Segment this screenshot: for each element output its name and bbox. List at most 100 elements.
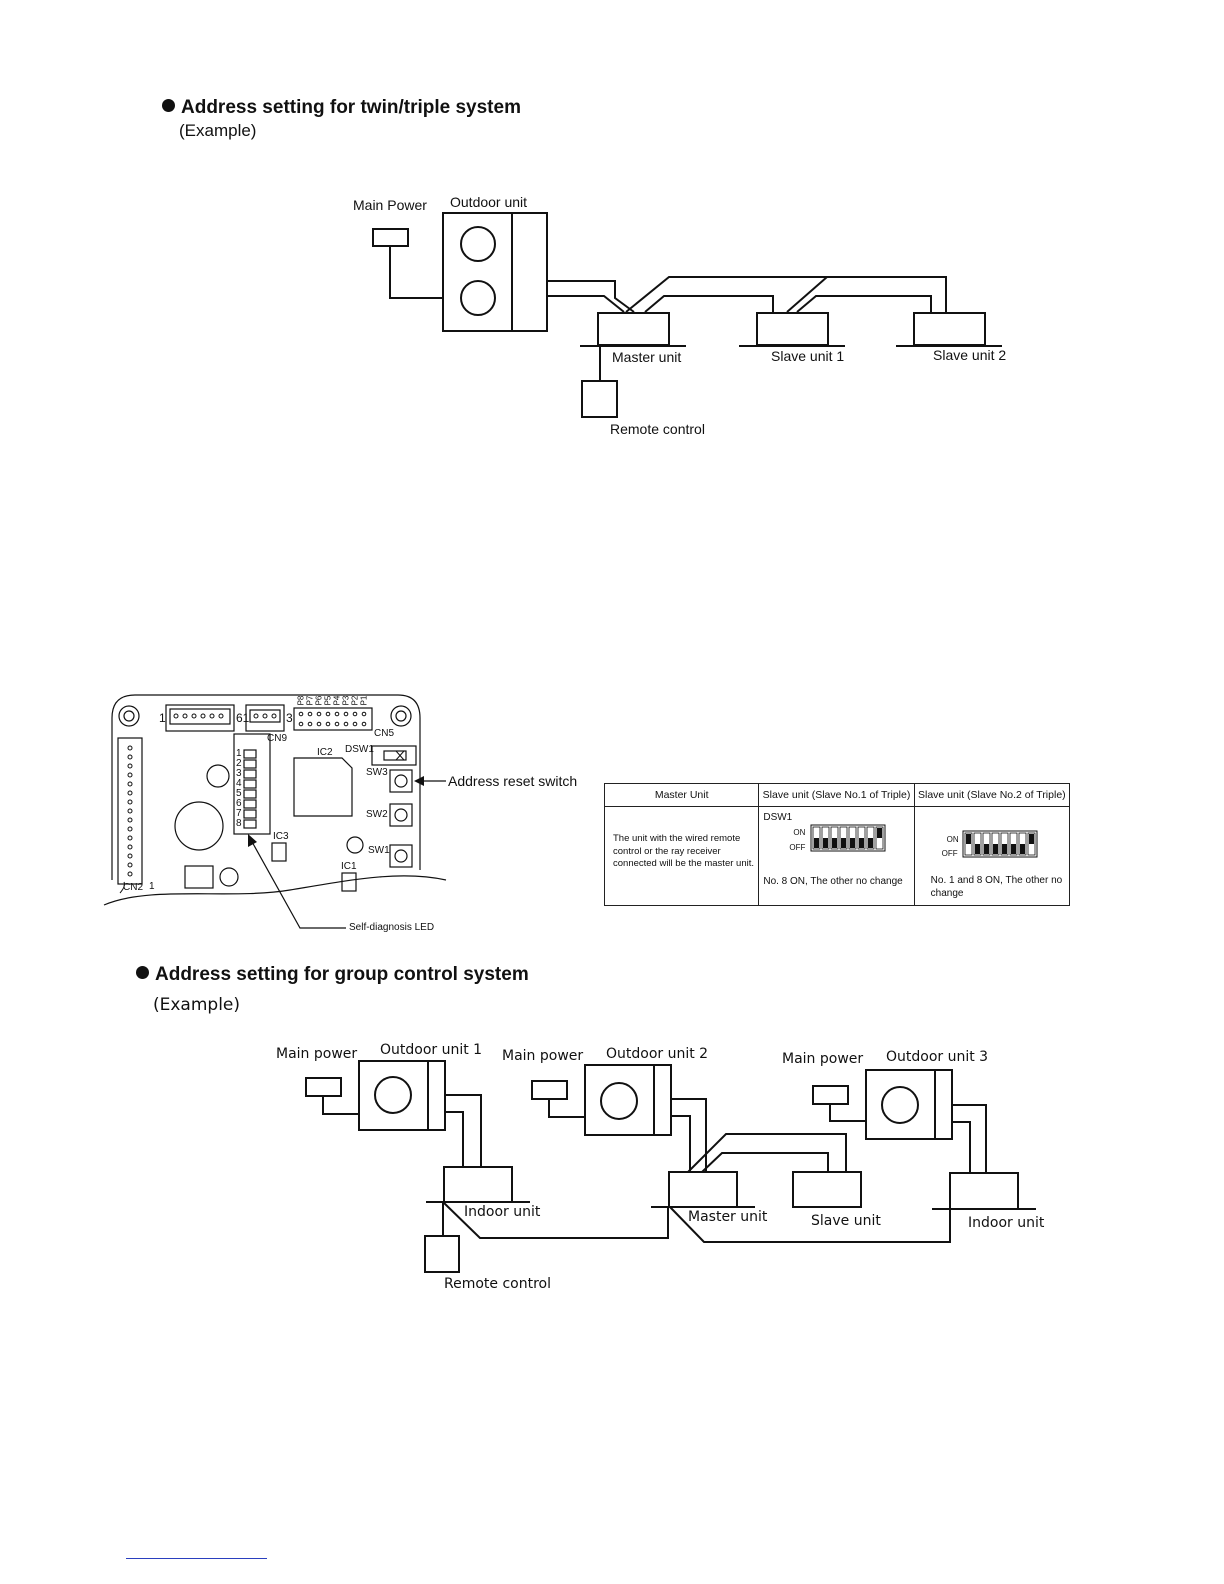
main-power-box-2 [531, 1080, 568, 1100]
capacitor-icon [174, 801, 224, 851]
section2-example: (Example) [153, 995, 241, 1015]
mounting-hole-icon [390, 705, 412, 727]
main-power-box-3 [812, 1085, 849, 1105]
label-remote-control: Remote control [444, 1276, 551, 1292]
group-control-diagram [305, 1060, 1036, 1273]
ic2-chip [293, 757, 353, 817]
indoor-unit-1-box [443, 1166, 513, 1203]
remote-control-box [424, 1235, 460, 1273]
dip-switch-knob-on [965, 834, 971, 844]
self-diagnosis-arrow [250, 839, 346, 929]
mounting-hole-icon [118, 705, 140, 727]
section1-heading: Address setting for twin/triple system [162, 97, 521, 119]
dip-switch-knob-off [814, 838, 820, 848]
outdoor-fan-icon [374, 1076, 412, 1114]
twin-triple-diagram [372, 212, 1002, 418]
cn9-connector [245, 704, 285, 732]
label-slave-unit: Slave unit [811, 1213, 881, 1229]
dip-switch-knob-on [877, 828, 883, 838]
section1-example: (Example) [179, 121, 257, 140]
dsw-switch [371, 745, 417, 766]
dip-switch-knob-off [868, 838, 874, 848]
dip-switch-slave1 [810, 824, 886, 852]
outdoor-fan-icon [881, 1086, 919, 1124]
cn5-header [293, 707, 373, 731]
master-unit-box [668, 1171, 738, 1208]
main-power-wire [389, 246, 443, 299]
label-outdoor-unit-3: Outdoor unit 3 [886, 1049, 989, 1065]
outdoor-fan-icon [460, 280, 496, 316]
ic3-label: IC3 [273, 831, 289, 842]
sw3-label: SW3 [366, 767, 388, 778]
label-outdoor-unit-2: Outdoor unit 2 [606, 1046, 709, 1062]
label-indoor-unit-1: Indoor unit [464, 1204, 541, 1220]
slave1-cell: DSW1 ON OFF No. 8 ON, The other no chang… [758, 806, 915, 906]
label-slave-unit-2: Slave unit 2 [933, 347, 1007, 363]
table-header: Slave unit (Slave No.1 of Triple) [758, 783, 915, 807]
slave-unit-1-box [756, 312, 829, 346]
label-main-power-1: Main power [276, 1046, 358, 1062]
label-main-power-2: Main power [502, 1048, 584, 1064]
ic3-chip [271, 842, 287, 862]
sw2-label: SW2 [366, 809, 388, 820]
self-diagnosis-led-array [233, 733, 271, 835]
dip-switch-knob-on [1028, 834, 1034, 844]
dip-switch-knob-off [859, 838, 865, 848]
indoor-unit-3-box [949, 1172, 1019, 1210]
ic2-label: IC2 [317, 747, 333, 758]
ic1-chip [341, 872, 357, 892]
footer-rule [126, 1558, 267, 1559]
master-unit-box [597, 312, 670, 346]
outdoor-fan-icon [460, 226, 496, 262]
dip-switch-slave2 [962, 830, 1038, 858]
cn9-label: CN9 [267, 733, 288, 744]
label-master-unit: Master unit [612, 349, 682, 365]
dip-switch-knob-off [1010, 844, 1016, 854]
remote-control-box [581, 380, 618, 418]
cn5-label: CN5 [374, 728, 395, 739]
main-power-box-1 [305, 1077, 342, 1097]
label-slave-unit-1: Slave unit 1 [771, 348, 845, 364]
bullet-icon [136, 966, 149, 979]
outdoor-unit-box [442, 212, 548, 332]
label-main-power-3: Main power [782, 1051, 864, 1067]
ic1-label: IC1 [341, 861, 357, 872]
sw1-button [389, 844, 413, 868]
sw1-label: SW1 [368, 845, 390, 856]
dip-switch-knob-off [1001, 844, 1007, 854]
slave-unit-2-box [913, 312, 986, 346]
dsw-setting-table: Master Unit Slave unit (Slave No.1 of Tr… [603, 783, 1071, 906]
master-unit-cell: The unit with the wired remote control o… [603, 806, 760, 906]
label-master-unit: Master unit [688, 1209, 768, 1225]
label-main-power: Main Power [353, 197, 427, 213]
sw3-button [389, 769, 413, 793]
cn2-label: CN2 [123, 882, 144, 893]
pcb-diagram [103, 694, 447, 929]
dip-switch-knob-off [823, 838, 829, 848]
outdoor-fan-icon [600, 1082, 638, 1120]
address-reset-switch-label: Address reset switch [448, 773, 578, 789]
dip-switch-knob-off [841, 838, 847, 848]
bullet-icon [162, 99, 175, 112]
label-outdoor-unit-1: Outdoor unit 1 [380, 1042, 483, 1058]
cn5-pins [298, 711, 367, 727]
cn2-connector [117, 737, 143, 885]
self-diagnosis-led-label: Self-diagnosis LED [349, 922, 435, 933]
led-numbers: 1 2 3 4 5 6 7 8 [236, 748, 242, 829]
sw2-button [389, 803, 413, 827]
dip-switch-knob-off [983, 844, 989, 854]
table-header: Slave unit (Slave No.2 of Triple) [913, 783, 1071, 807]
dsw-label: DSW1 [345, 744, 374, 755]
label-outdoor-unit: Outdoor unit [450, 194, 528, 210]
dip-switch-knob-off [832, 838, 838, 848]
dip-switch-knob-off [1019, 844, 1025, 854]
dip-switch-knob-off [850, 838, 856, 848]
label-indoor-unit-3: Indoor unit [968, 1215, 1045, 1231]
label-remote-control: Remote control [610, 421, 705, 437]
section2-heading: Address setting for group control system [136, 964, 529, 986]
slave2-cell: ON OFF No. 1 and 8 ON, The other no chan… [913, 806, 1071, 906]
slave-unit-box [792, 1171, 862, 1208]
dip-switch-knob-off [974, 844, 980, 854]
connector-6pin [165, 704, 235, 732]
dip-switch-knob-off [992, 844, 998, 854]
